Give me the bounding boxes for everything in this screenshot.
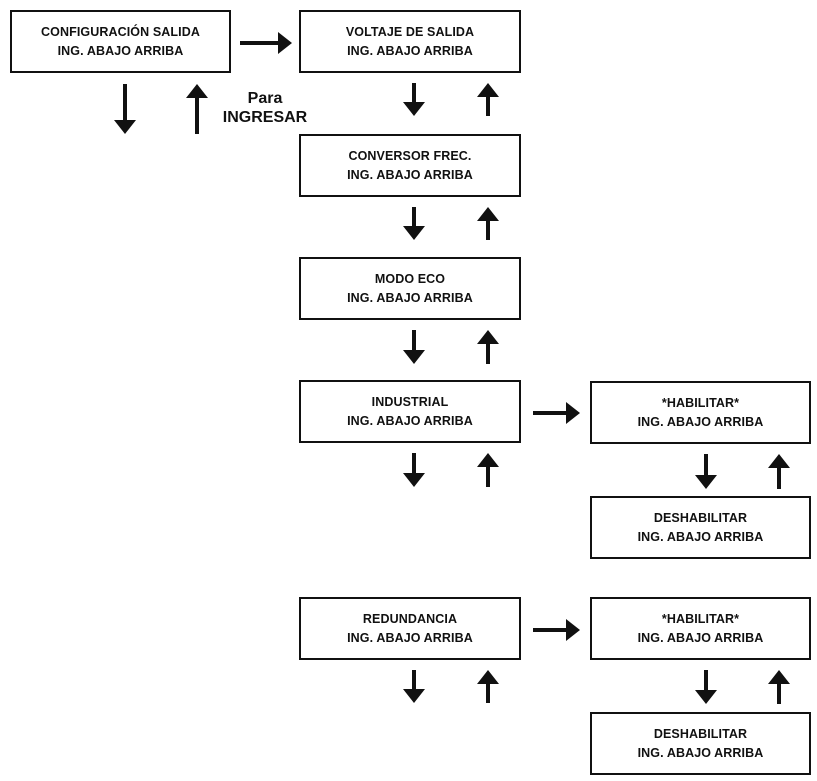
- down-arrow-icon: [695, 454, 717, 489]
- up-arrow-icon: [477, 670, 499, 703]
- up-arrow-icon: [477, 207, 499, 240]
- industrial-box: INDUSTRIAL ING. ABAJO ARRIBA: [299, 380, 521, 443]
- output-voltage-box: VOLTAJE DE SALIDA ING. ABAJO ARRIBA: [299, 10, 521, 73]
- redundancy-keys: ING. ABAJO ARRIBA: [347, 630, 473, 645]
- industrial-enable-box: *HABILITAR* ING. ABAJO ARRIBA: [590, 381, 811, 444]
- down-arrow-icon: [403, 83, 425, 116]
- freq-converter-keys: ING. ABAJO ARRIBA: [347, 167, 473, 182]
- up-arrow-icon: [768, 454, 790, 489]
- industrial-disable-title: DESHABILITAR: [653, 510, 748, 525]
- right-arrow-icon: [533, 402, 580, 424]
- redundancy-enable-title: *HABILITAR*: [661, 611, 740, 626]
- down-arrow-icon: [403, 207, 425, 240]
- freq-converter-box: CONVERSOR FREC. ING. ABAJO ARRIBA: [299, 134, 521, 197]
- config-output-title: CONFIGURACIÓN SALIDA: [41, 24, 200, 39]
- right-arrow-icon: [533, 619, 580, 641]
- config-output-keys: ING. ABAJO ARRIBA: [57, 43, 184, 58]
- down-arrow-icon: [403, 453, 425, 487]
- industrial-title: INDUSTRIAL: [371, 394, 449, 409]
- down-arrow-icon: [403, 670, 425, 703]
- industrial-enable-keys: ING. ABAJO ARRIBA: [637, 414, 764, 429]
- redundancy-disable-title: DESHABILITAR: [653, 726, 748, 741]
- down-arrow-icon: [403, 330, 425, 364]
- right-arrow-icon: [240, 32, 292, 54]
- eco-mode-title: MODO ECO: [374, 271, 446, 286]
- enter-label-line2: INGRESAR: [222, 109, 308, 126]
- up-arrow-icon: [768, 670, 790, 704]
- up-arrow-icon: [477, 453, 499, 487]
- up-arrow-icon: [477, 330, 499, 364]
- output-voltage-title: VOLTAJE DE SALIDA: [345, 24, 475, 39]
- enter-label: Para INGRESAR: [218, 89, 312, 127]
- industrial-disable-box: DESHABILITAR ING. ABAJO ARRIBA: [590, 496, 811, 559]
- config-output-box: CONFIGURACIÓN SALIDA ING. ABAJO ARRIBA: [10, 10, 231, 73]
- eco-mode-keys: ING. ABAJO ARRIBA: [347, 290, 473, 305]
- redundancy-disable-box: DESHABILITAR ING. ABAJO ARRIBA: [590, 712, 811, 775]
- redundancy-enable-box: *HABILITAR* ING. ABAJO ARRIBA: [590, 597, 811, 660]
- redundancy-enable-keys: ING. ABAJO ARRIBA: [637, 630, 764, 645]
- eco-mode-box: MODO ECO ING. ABAJO ARRIBA: [299, 257, 521, 320]
- freq-converter-title: CONVERSOR FREC.: [348, 148, 472, 163]
- industrial-disable-keys: ING. ABAJO ARRIBA: [637, 529, 764, 544]
- redundancy-title: REDUNDANCIA: [362, 611, 458, 626]
- down-arrow-icon: [114, 84, 136, 134]
- redundancy-disable-keys: ING. ABAJO ARRIBA: [637, 745, 764, 760]
- down-arrow-icon: [695, 670, 717, 704]
- redundancy-box: REDUNDANCIA ING. ABAJO ARRIBA: [299, 597, 521, 660]
- output-voltage-keys: ING. ABAJO ARRIBA: [347, 43, 473, 58]
- up-arrow-icon: [186, 84, 208, 134]
- enter-label-line1: Para: [247, 90, 283, 107]
- industrial-keys: ING. ABAJO ARRIBA: [347, 413, 473, 428]
- industrial-enable-title: *HABILITAR*: [661, 395, 740, 410]
- up-arrow-icon: [477, 83, 499, 116]
